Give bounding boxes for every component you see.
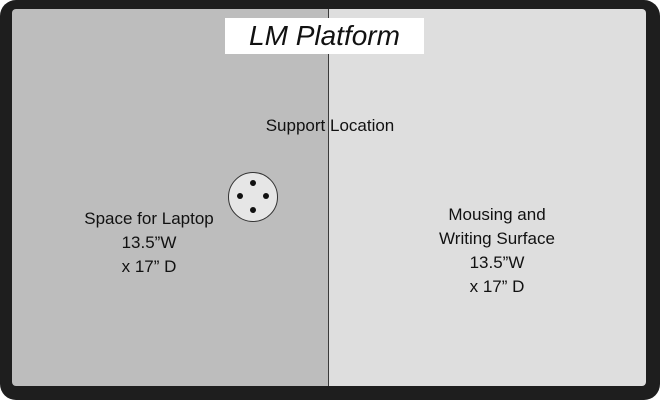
support-post-icon [228,172,278,222]
mousing-area-line: Writing Surface [439,229,555,248]
laptop-area-line: Space for Laptop [84,209,214,228]
diagram-title: LM Platform [249,20,400,51]
laptop-area-line: x 17” D [121,257,177,276]
mousing-area [329,9,646,386]
laptop-area [12,9,328,386]
bolt-top [250,180,256,186]
mousing-area-line: Mousing and [448,205,546,224]
bolt-right [263,193,269,199]
support-location-label: Support Location [265,116,395,135]
center-divider [328,9,329,386]
mousing-area-line: x 17” D [469,277,525,296]
mousing-area-line: 13.5”W [469,253,525,272]
mousing-area-label: Mousing and Writing Surface 13.5”W x 17”… [407,203,587,299]
laptop-area-line: 13.5”W [121,233,177,252]
bolt-left [237,193,243,199]
laptop-area-label: Space for Laptop 13.5”W x 17” D [59,207,239,279]
bolt-bottom [250,207,256,213]
title-box: LM Platform [225,18,424,54]
